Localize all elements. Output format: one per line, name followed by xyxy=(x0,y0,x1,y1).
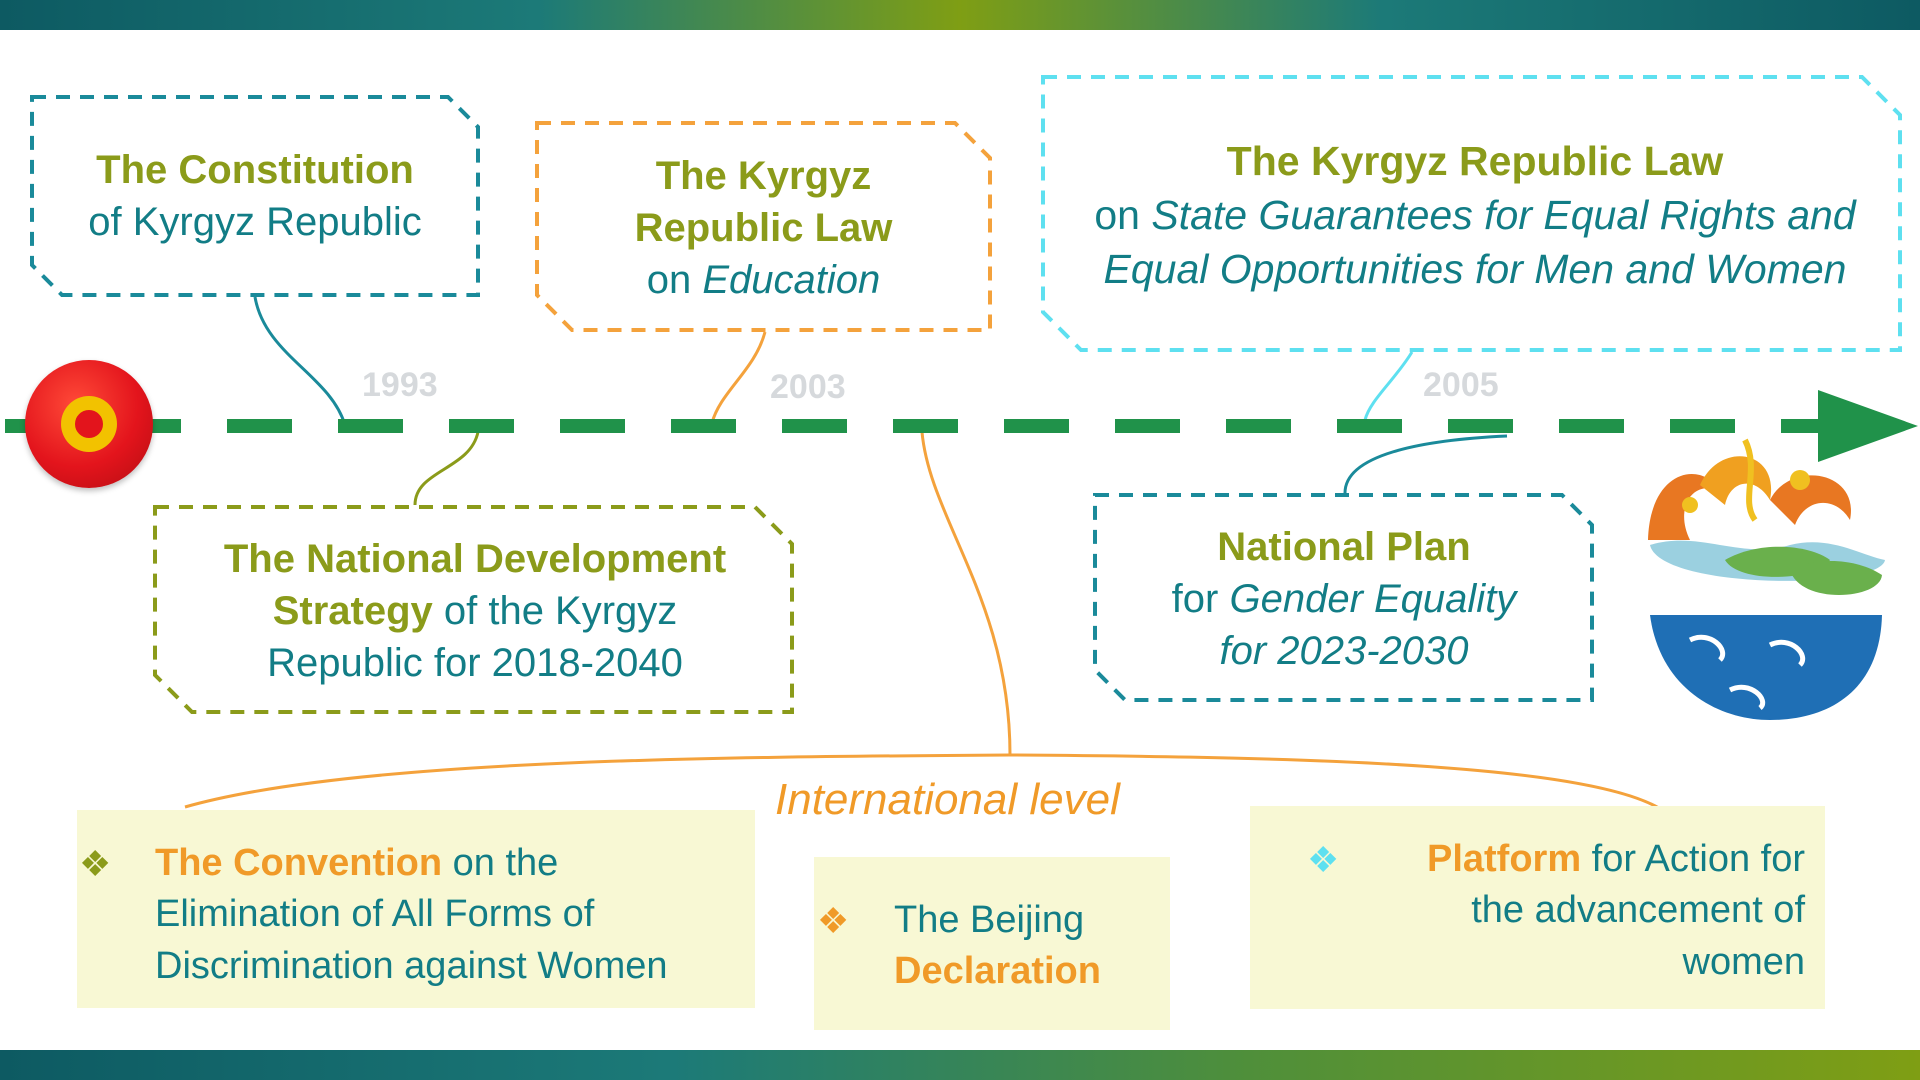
strategy-title-1: The National Development xyxy=(223,537,727,581)
strategy-line-3: Republic for 2018-2040 xyxy=(267,641,683,685)
gender-plan-subject: Gender Equality xyxy=(1229,577,1517,621)
convention-line-3: Discrimination against Women xyxy=(155,944,668,987)
strategy-box-outline xyxy=(153,505,794,714)
platform-title: Platform xyxy=(1426,838,1582,880)
international-level-label: International level xyxy=(775,775,1120,824)
equal-rights-law-subject: State Guarantees for Equal Rights and Eq… xyxy=(1103,191,1856,293)
bottom-band xyxy=(0,1050,1920,1080)
equal-rights-law-subject-line: on State Guarantees for Equal Rights and… xyxy=(1094,191,1856,293)
education-law-title-1: The Kyrgyz xyxy=(655,153,872,198)
decorative-emblem-icon xyxy=(1648,438,1885,720)
connector-international xyxy=(920,431,1012,756)
diamond-bullet-icon: ❖ xyxy=(79,843,112,884)
connector-gender-plan xyxy=(1343,434,1508,494)
strategy-line-2: Strategy of the Kyrgyz xyxy=(272,589,678,633)
beijing-line-1: The Beijing xyxy=(894,899,1085,941)
platform-line-1: Platform for Action for xyxy=(1426,838,1805,880)
gender-plan-period: for 2023-2030 xyxy=(1219,629,1469,673)
kyrgyz-flag-icon xyxy=(25,360,153,488)
beijing-title: Declaration xyxy=(894,950,1101,993)
education-law-box: The Kyrgyz Republic Law on Education xyxy=(545,130,982,325)
education-law-subject: Education xyxy=(702,257,881,302)
platform-card: ❖ Platform for Action for the advancemen… xyxy=(1250,806,1825,1009)
year-label-2005: 2005 xyxy=(1423,366,1499,404)
connector-constitution xyxy=(253,296,347,426)
timeline-arrowhead xyxy=(1818,390,1918,462)
education-law-title-2: Republic Law xyxy=(634,205,893,250)
gender-plan-subject-line: for Gender Equality xyxy=(1171,577,1517,621)
education-law-subject-line: on Education xyxy=(646,257,881,302)
convention-card: ❖ The Convention on the Elimination of A… xyxy=(77,810,755,1008)
strategy-title-2: Strategy xyxy=(272,589,433,633)
constitution-text: of Kyrgyz Republic xyxy=(88,199,422,244)
platform-line-2: the advancement of xyxy=(1471,889,1805,932)
convention-line-2: Elimination of All Forms of xyxy=(155,893,595,936)
convention-line-1: The Convention on the xyxy=(155,842,559,884)
connector-equal-rights xyxy=(1363,351,1414,421)
equal-rights-law-box: The Kyrgyz Republic Law on State Guarant… xyxy=(1060,100,1890,330)
gender-plan-box-outline xyxy=(1093,493,1594,702)
constitution-box: The Constitution of Kyrgyz Republic xyxy=(40,103,470,288)
top-band xyxy=(0,0,1920,30)
equal-rights-box-outline xyxy=(1041,75,1902,352)
diamond-bullet-icon: ❖ xyxy=(1307,839,1340,880)
gender-plan-box: National Plan for Gender Equality for 20… xyxy=(1105,505,1583,693)
year-label-2003: 2003 xyxy=(770,368,846,406)
connector-education xyxy=(710,331,767,424)
gender-plan-title: National Plan xyxy=(1217,525,1471,569)
platform-line-3: women xyxy=(1682,940,1806,983)
education-box-outline xyxy=(535,121,992,332)
connector-strategy xyxy=(413,431,480,506)
diamond-bullet-icon: ❖ xyxy=(817,900,850,941)
beijing-card: ❖ The Beijing Declaration xyxy=(814,857,1170,1030)
constitution-title: The Constitution xyxy=(96,147,414,192)
equal-rights-law-title: The Kyrgyz Republic Law xyxy=(1226,137,1724,184)
development-strategy-box: The National Development Strategy of the… xyxy=(165,518,785,704)
year-label-1993: 1993 xyxy=(362,366,438,404)
constitution-box-outline xyxy=(30,95,480,297)
convention-title: The Convention xyxy=(155,842,443,884)
international-brace xyxy=(184,753,1666,814)
